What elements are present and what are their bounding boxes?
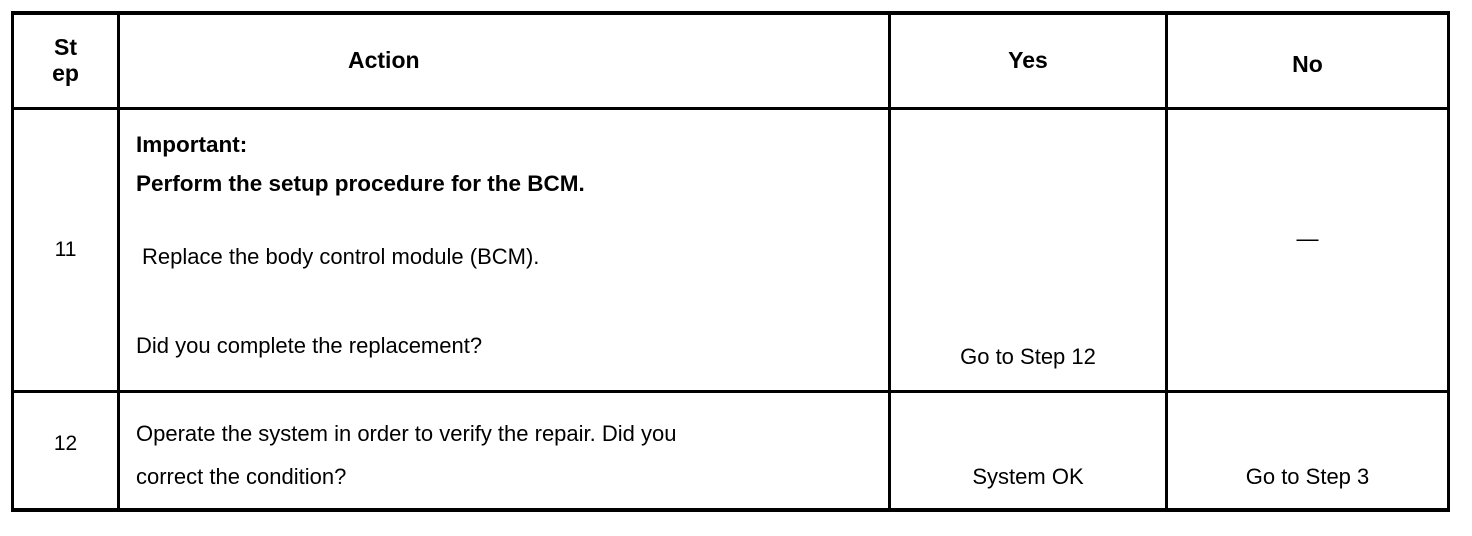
table-row: 12 Operate the system in order to verify… bbox=[11, 390, 1450, 512]
cell-yes-answer: System OK bbox=[888, 390, 1168, 512]
cell-action: Operate the system in order to verify th… bbox=[117, 390, 891, 512]
step-number-12: 12 bbox=[53, 431, 78, 455]
header-action-label: Action bbox=[348, 47, 420, 74]
cell-step-number: 12 bbox=[11, 390, 120, 512]
action-line-2: correct the condition? bbox=[136, 463, 347, 489]
no-answer-step-11-dash: — bbox=[1296, 226, 1319, 251]
important-label: Important: bbox=[136, 132, 248, 157]
table-header-row: St ep Action Yes No bbox=[11, 11, 1450, 110]
cell-step-number: 11 bbox=[11, 107, 120, 393]
no-answer-step-12: Go to Step 3 bbox=[1245, 464, 1370, 489]
table-row: 11 Important: Perform the setup procedur… bbox=[11, 107, 1450, 393]
header-cell-yes: Yes bbox=[888, 11, 1168, 110]
step-number-11: 11 bbox=[54, 238, 77, 261]
important-text: Perform the setup procedure for the BCM. bbox=[136, 170, 585, 196]
yes-answer-step-12: System OK bbox=[972, 464, 1084, 489]
cell-yes-answer: Go to Step 12 bbox=[888, 107, 1168, 393]
cell-no-answer: Go to Step 3 bbox=[1165, 390, 1450, 512]
header-cell-step: St ep bbox=[11, 11, 120, 110]
cell-no-answer: — bbox=[1165, 107, 1450, 393]
yes-answer-step-11: Go to Step 12 bbox=[960, 344, 1096, 369]
cell-action: Important: Perform the setup procedure f… bbox=[117, 107, 891, 393]
header-cell-action: Action bbox=[117, 11, 891, 110]
action-question: Did you complete the replacement? bbox=[136, 333, 483, 358]
action-line-1: Operate the system in order to verify th… bbox=[136, 421, 677, 446]
diagnostic-step-table: St ep Action Yes No bbox=[11, 11, 1450, 512]
header-no-label: No bbox=[1292, 51, 1323, 78]
header-yes-label: Yes bbox=[1008, 47, 1048, 74]
action-instruction: Replace the body control module (BCM). bbox=[142, 244, 540, 269]
header-cell-no: No bbox=[1165, 11, 1450, 110]
header-step-label-line2: ep bbox=[52, 60, 79, 86]
header-step-label-line1: St bbox=[54, 34, 77, 61]
